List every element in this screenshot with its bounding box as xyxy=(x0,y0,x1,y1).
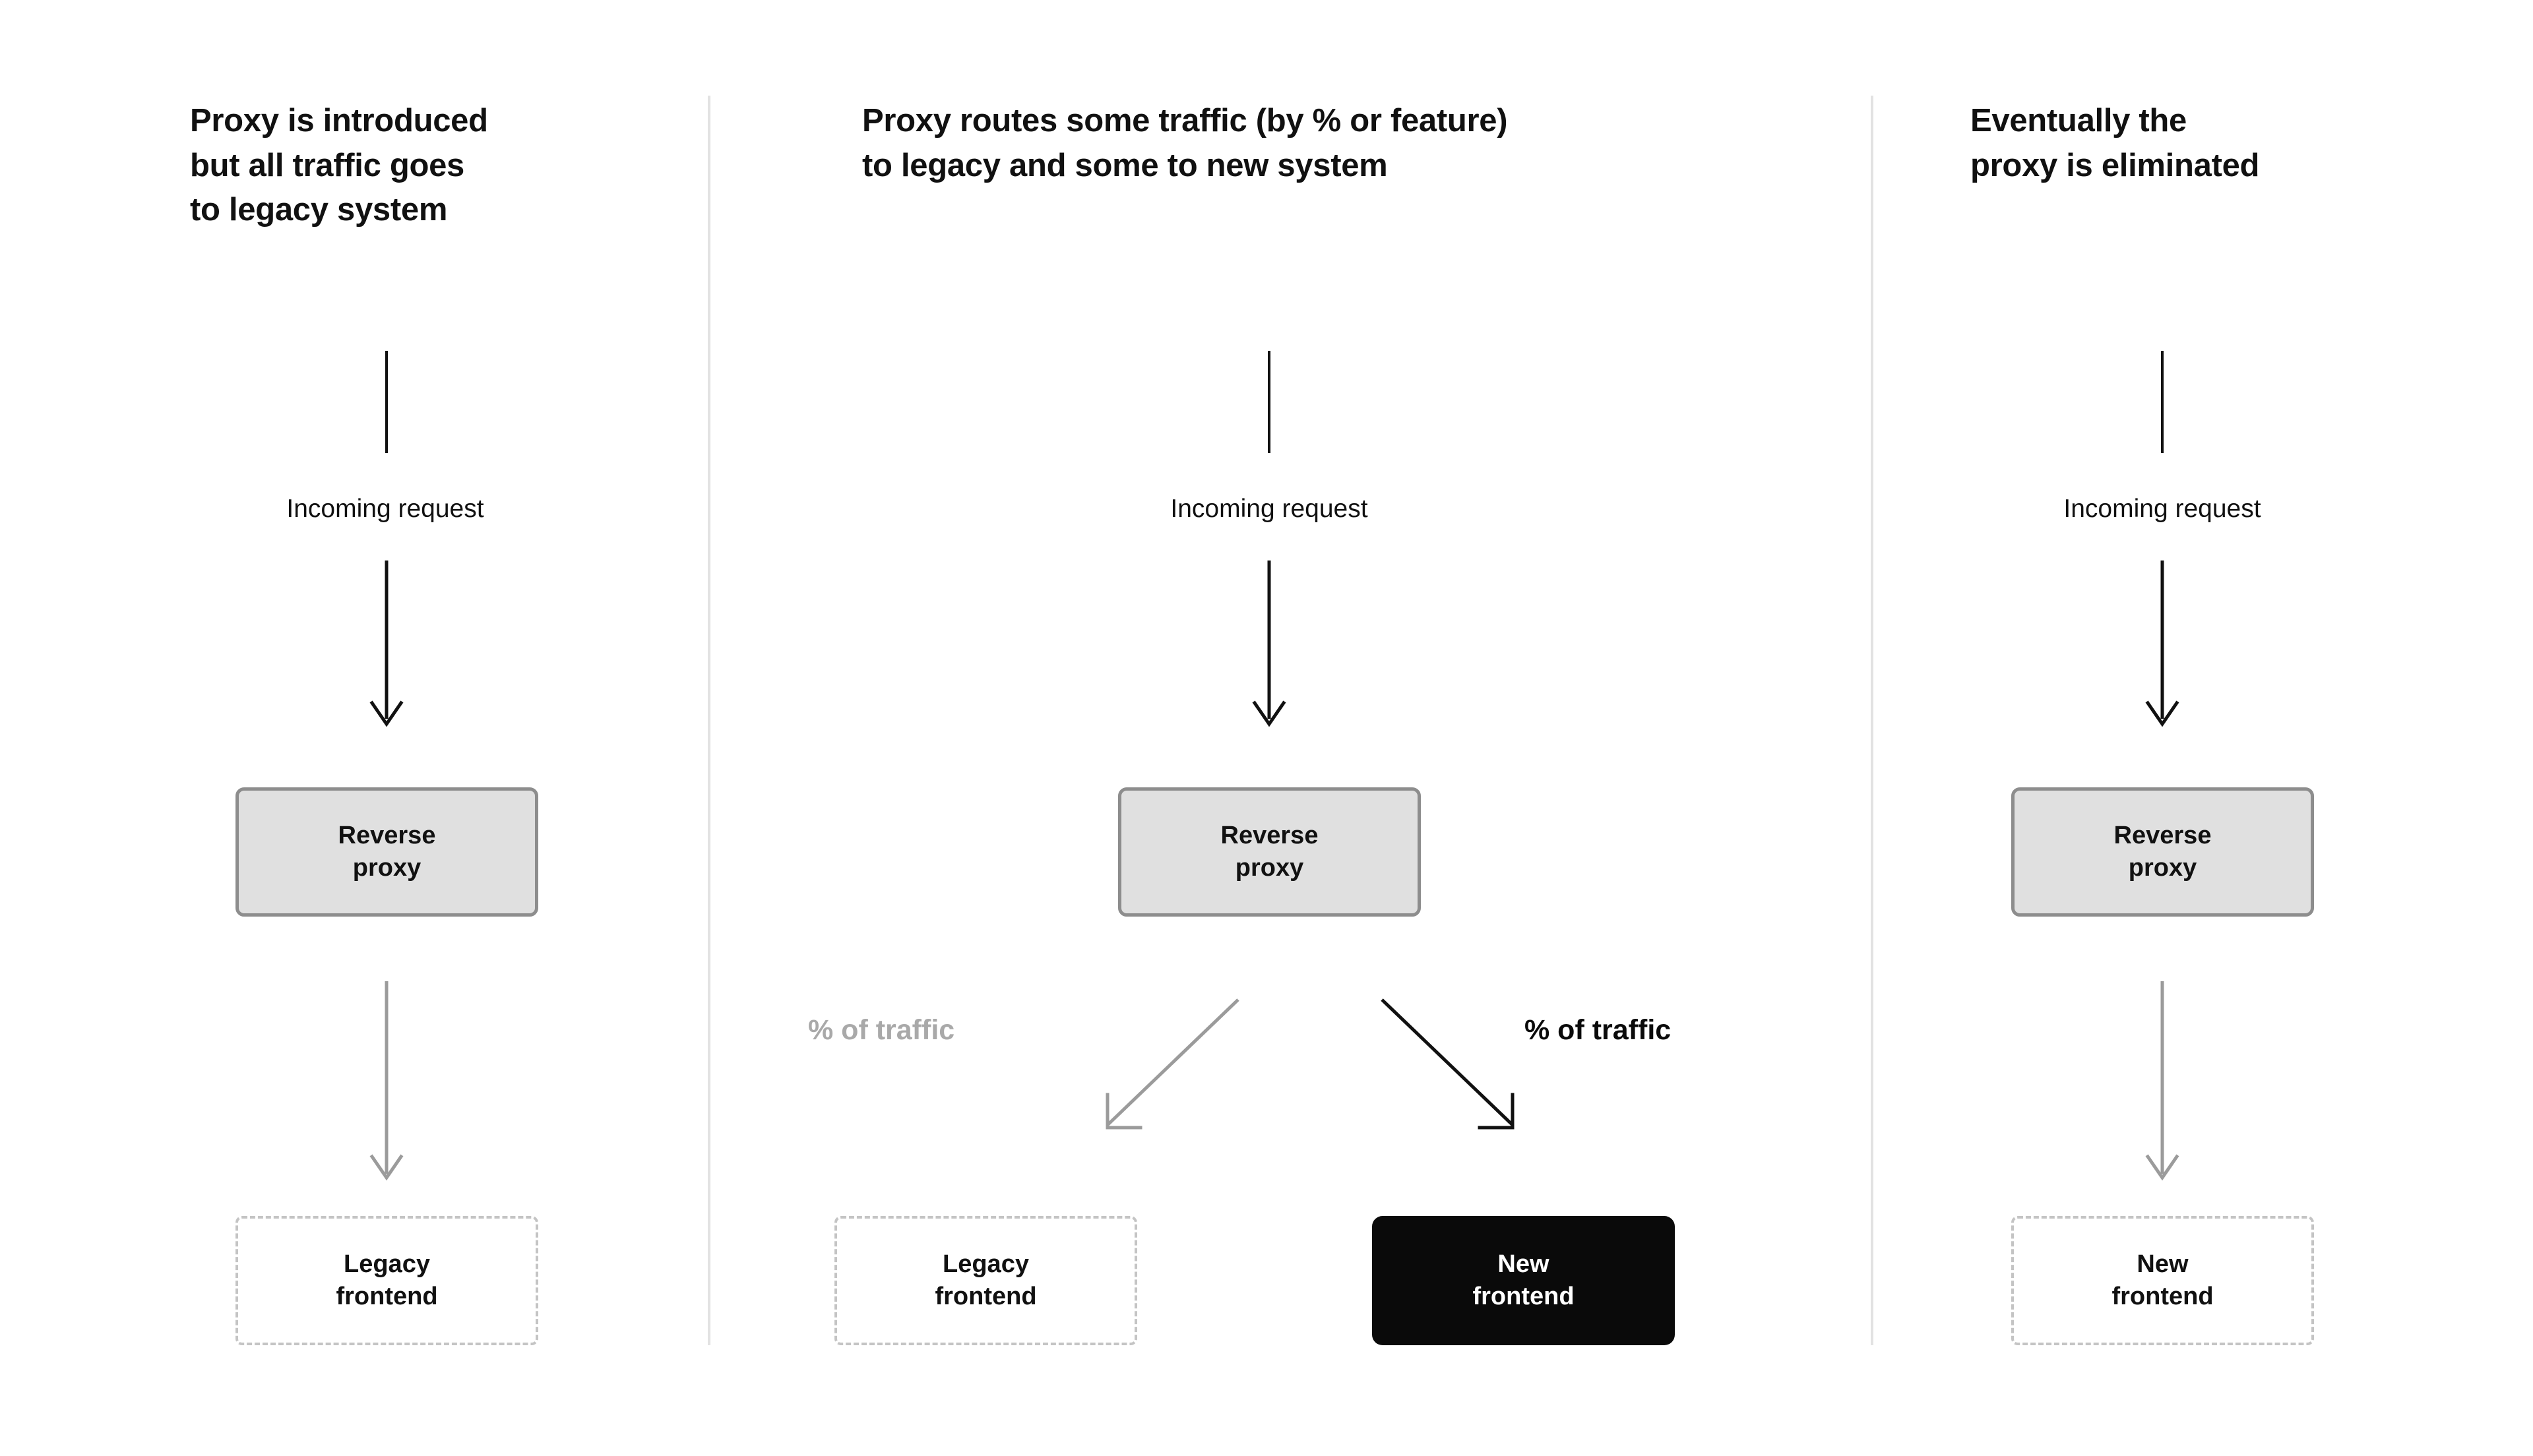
stage-3-new-frontend-box[interactable]: New frontend xyxy=(2011,1216,2314,1345)
stage-2-new-frontend-box[interactable]: New frontend xyxy=(1372,1216,1675,1345)
stage-3-panel: Eventually the proxy is eliminated Incom… xyxy=(1873,0,2533,1456)
stage-1-legacy-arrow xyxy=(369,981,404,1181)
stage-2-panel: Proxy routes some traffic (by % or featu… xyxy=(710,0,1871,1456)
panel-divider-2 xyxy=(1871,96,1873,1345)
stage-2-legacy-frontend-box[interactable]: Legacy frontend xyxy=(834,1216,1137,1345)
stage-2-entry-line xyxy=(1268,351,1270,453)
stage-2-legacy-percent-label: % of traffic xyxy=(808,1014,955,1046)
stage-2-new-percent-label: % of traffic xyxy=(1524,1014,1672,1046)
stage-2-request-arrow xyxy=(1252,561,1286,727)
stage-3-new-arrow xyxy=(2145,981,2179,1181)
stage-3-entry-line xyxy=(2161,351,2164,453)
stage-3-incoming-label: Incoming request xyxy=(2063,495,2261,523)
stage-1-panel: Proxy is introduced but all traffic goes… xyxy=(0,0,708,1456)
stage-1-entry-line xyxy=(385,351,388,453)
stage-1-request-arrow xyxy=(369,561,404,727)
stage-3-request-arrow xyxy=(2145,561,2179,727)
stage-1-legacy-frontend-box[interactable]: Legacy frontend xyxy=(235,1216,538,1345)
stage-2-new-branch-arrow xyxy=(1381,998,1515,1130)
stage-3-title: Eventually the proxy is eliminated xyxy=(1970,103,2260,183)
stage-2-title: Proxy routes some traffic (by % or featu… xyxy=(862,103,1508,183)
stage-1-reverse-proxy-box[interactable]: Reverse proxy xyxy=(235,787,538,917)
panel-divider-1 xyxy=(708,96,710,1345)
stage-1-incoming-label: Incoming request xyxy=(286,495,484,523)
stage-2-legacy-branch-arrow xyxy=(1106,998,1239,1130)
stage-2-incoming-label: Incoming request xyxy=(1170,495,1368,523)
stage-2-reverse-proxy-box[interactable]: Reverse proxy xyxy=(1118,787,1421,917)
stage-1-title: Proxy is introduced but all traffic goes… xyxy=(190,103,488,228)
stage-3-reverse-proxy-box[interactable]: Reverse proxy xyxy=(2011,787,2314,917)
